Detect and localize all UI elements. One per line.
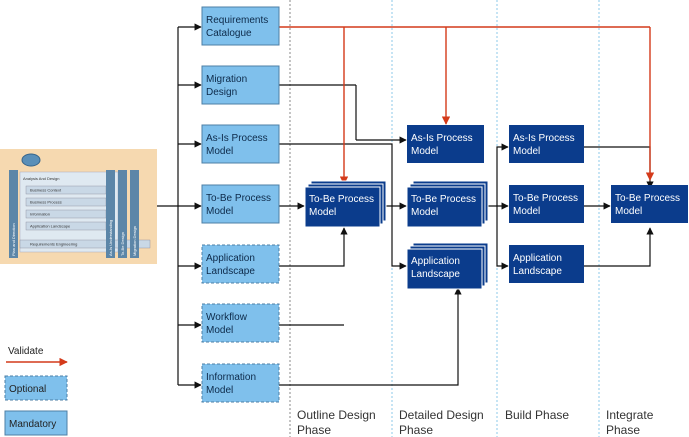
connectors — [157, 23, 654, 389]
thumbnail-item-2: Business Process — [30, 200, 62, 205]
box-workflow-model: Workflow Model — [201, 303, 280, 343]
box-migration-design-line2: Design — [206, 87, 237, 98]
box-integrate-tobe: To-Be Process Model — [611, 185, 688, 223]
thumbnail-item-1: Business Context — [30, 188, 62, 193]
box-detailed-app-line1: Application — [411, 256, 460, 267]
box-detailed-asis: As-Is Process Model — [407, 125, 484, 163]
thumbnail-item-4: Application Landscape — [30, 224, 71, 229]
validate-arrows — [279, 26, 655, 185]
box-tobe-process-model-input: To-Be Process Model — [201, 184, 280, 224]
box-detailed-asis-line2: Model — [411, 146, 438, 157]
phase-detailed-line2: Phase — [399, 423, 433, 437]
box-build-app-line1: Application — [513, 253, 562, 264]
phase-detailed-line1: Detailed Design — [399, 408, 484, 422]
thumbnail-vertical-2: To-Be Design — [120, 232, 125, 256]
box-build-tobe-line1: To-Be Process — [513, 193, 578, 204]
legend: Validate Optional Mandatory — [4, 346, 68, 436]
thumbnail-vertical-3: Migration Design — [132, 226, 137, 256]
thumbnail-vertical-1: As-Is Understanding — [108, 220, 113, 256]
box-requirements-catalogue-line2: Catalogue — [206, 28, 252, 39]
box-detailed-tobe-line1: To-Be Process — [411, 194, 476, 205]
box-workflow-line1: Workflow — [206, 312, 248, 323]
box-workflow-line2: Model — [206, 325, 233, 336]
box-build-tobe-line2: Model — [513, 206, 540, 217]
phase-build: Build Phase — [505, 408, 569, 422]
box-integrate-tobe-line1: To-Be Process — [615, 193, 680, 204]
thumbnail-title: Analysis And Design — [23, 176, 59, 181]
box-outline-tobe-line1: To-Be Process — [309, 194, 374, 205]
box-migration-design-line1: Migration — [206, 74, 247, 85]
box-outline-tobe: To-Be Process Model — [304, 180, 387, 228]
legend-optional-swatch — [4, 375, 68, 401]
box-asis-input-line1: As-Is Process — [206, 133, 268, 144]
box-build-app-line2: Landscape — [513, 266, 562, 277]
box-build-asis-line2: Model — [513, 146, 540, 157]
box-application-landscape-input: Application Landscape — [201, 244, 280, 284]
thumbnail-left-bar — [9, 170, 18, 258]
box-asis-process-model-input: As-Is Process Model — [201, 124, 280, 164]
legend-mandatory-label: Mandatory — [9, 419, 56, 430]
box-build-app: Application Landscape — [509, 245, 584, 283]
box-detailed-app: Application Landscape — [406, 242, 489, 290]
thumbnail-footer: Requirements Engineering — [30, 242, 77, 247]
box-detailed-tobe: To-Be Process Model — [406, 180, 489, 228]
box-tobe-input-line1: To-Be Process — [206, 193, 271, 204]
phase-outline-line1: Outline Design — [297, 408, 376, 422]
legend-mandatory-swatch — [4, 410, 68, 436]
legend-optional-label: Optional — [9, 384, 46, 395]
box-requirements-catalogue: Requirements Catalogue — [201, 6, 280, 46]
logo-icon — [21, 153, 41, 167]
thumbnail-left-label: Plan and Direction — [11, 223, 16, 256]
phase-integrate-line1: Integrate — [606, 408, 654, 422]
box-information-model: Information Model — [201, 363, 280, 403]
box-outline-tobe-line2: Model — [309, 207, 336, 218]
box-build-tobe: To-Be Process Model — [509, 185, 584, 223]
phase-integrate-line2: Phase — [606, 423, 640, 437]
box-build-asis: As-Is Process Model — [509, 125, 584, 163]
box-detailed-app-line2: Landscape — [411, 269, 460, 280]
phase-outline-line2: Phase — [297, 423, 331, 437]
box-information-line1: Information — [206, 372, 256, 383]
legend-validate-label: Validate — [8, 346, 44, 357]
methodology-thumbnail: Plan and Direction Analysis And Design B… — [0, 149, 157, 264]
box-information-line2: Model — [206, 385, 233, 396]
box-migration-design: Migration Design — [201, 65, 280, 105]
box-detailed-tobe-line2: Model — [411, 207, 438, 218]
box-integrate-tobe-line2: Model — [615, 206, 642, 217]
box-app-input-line1: Application — [206, 253, 255, 264]
box-app-input-line2: Landscape — [206, 266, 255, 277]
box-detailed-asis-line1: As-Is Process — [411, 133, 473, 144]
box-requirements-catalogue-line1: Requirements — [206, 15, 268, 26]
thumbnail-item-3: Information — [30, 212, 50, 217]
box-asis-input-line2: Model — [206, 146, 233, 157]
box-build-asis-line1: As-Is Process — [513, 133, 575, 144]
box-tobe-input-line2: Model — [206, 206, 233, 217]
